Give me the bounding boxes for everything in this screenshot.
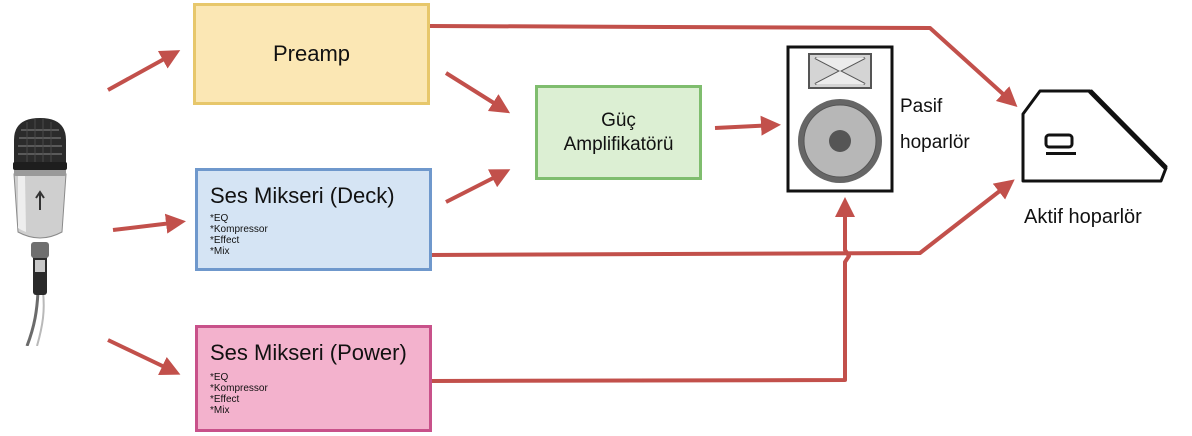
- arrow-deck-to-amp: [445, 169, 511, 204]
- preamp-label: Preamp: [272, 41, 351, 66]
- arrow-mic-to-deck: [112, 213, 186, 234]
- arrow-preamp-to-active: [429, 24, 1018, 108]
- arrow-power-to-passive: [429, 197, 855, 383]
- mixer-power-title: Ses Mikseri (Power): [210, 340, 407, 365]
- passive-speaker-label-line2: hoparlör: [900, 132, 970, 153]
- mixer-power-feature: *Kompressor: [210, 383, 268, 394]
- mixer-deck-feature: *Effect: [210, 235, 240, 246]
- mixer-deck-feature: *Kompressor: [210, 224, 268, 235]
- arrow-mic-to-preamp: [107, 50, 181, 92]
- amplifier-label-line1: Güç: [601, 109, 636, 131]
- microphone-icon: [13, 118, 67, 346]
- mixer-power-feature: *Effect: [210, 394, 240, 405]
- active-speaker-icon: [1021, 89, 1168, 183]
- mixer-power-box: Ses Mikseri (Power) *EQ *Kompressor *Eff…: [195, 325, 432, 432]
- passive-speaker-icon: [786, 45, 894, 193]
- passive-speaker-label-line1: Pasif: [900, 96, 943, 117]
- mixer-deck-feature: *EQ: [210, 213, 229, 224]
- mixer-power-features: *EQ *Kompressor *Effect *Mix: [210, 372, 268, 416]
- preamp-box: Preamp: [193, 3, 430, 105]
- mixer-deck-features: *EQ *Kompressor *Effect *Mix: [210, 213, 268, 257]
- arrow-mic-to-power: [107, 338, 181, 375]
- arrow-preamp-to-amp: [444, 71, 511, 114]
- amplifier-box: Güç Amplifikatörü: [535, 85, 702, 180]
- mixer-deck-title: Ses Mikseri (Deck): [210, 183, 395, 208]
- mixer-power-feature: *EQ: [210, 372, 229, 383]
- active-speaker-label: Aktif hoparlör: [1024, 206, 1142, 228]
- mixer-deck-feature: *Mix: [210, 246, 230, 257]
- arrow-deck-to-active: [429, 179, 1015, 257]
- mixer-power-feature: *Mix: [210, 405, 230, 416]
- mixer-deck-box: Ses Mikseri (Deck) *EQ *Kompressor *Effe…: [195, 168, 432, 271]
- arrow-amp-to-passive: [714, 115, 781, 136]
- amplifier-label-line2: Amplifikatörü: [563, 133, 674, 155]
